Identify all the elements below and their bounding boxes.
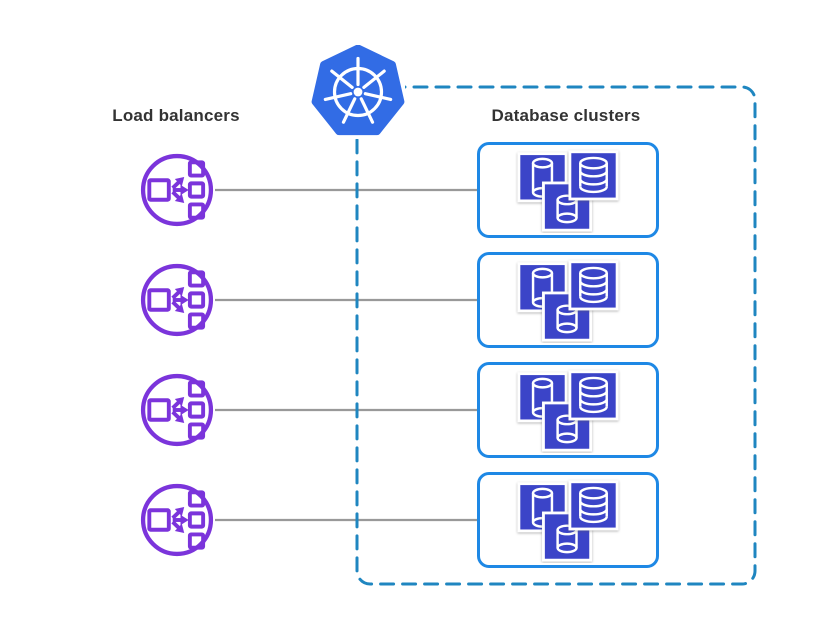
database-cluster-icon bbox=[515, 148, 621, 233]
database-cluster-icon bbox=[515, 258, 621, 343]
database-clusters-title: Database clusters bbox=[491, 106, 641, 125]
load-balancer-icon bbox=[138, 151, 216, 229]
load-balancer-icon bbox=[138, 481, 216, 559]
load-balancer-icon bbox=[138, 261, 216, 339]
database-cluster-box bbox=[477, 362, 659, 458]
cluster-boundary-dashed-box bbox=[355, 85, 757, 586]
database-cluster-box bbox=[477, 472, 659, 568]
kubernetes-logo bbox=[311, 45, 405, 139]
database-cluster-icon bbox=[515, 478, 621, 563]
load-balancers-title: Load balancers bbox=[112, 106, 240, 125]
load-balancer-icon bbox=[138, 371, 216, 449]
database-cluster-box bbox=[477, 142, 659, 238]
database-cluster-box bbox=[477, 252, 659, 348]
helm-wheel-icon bbox=[323, 56, 393, 124]
database-cluster-icon bbox=[515, 368, 621, 453]
